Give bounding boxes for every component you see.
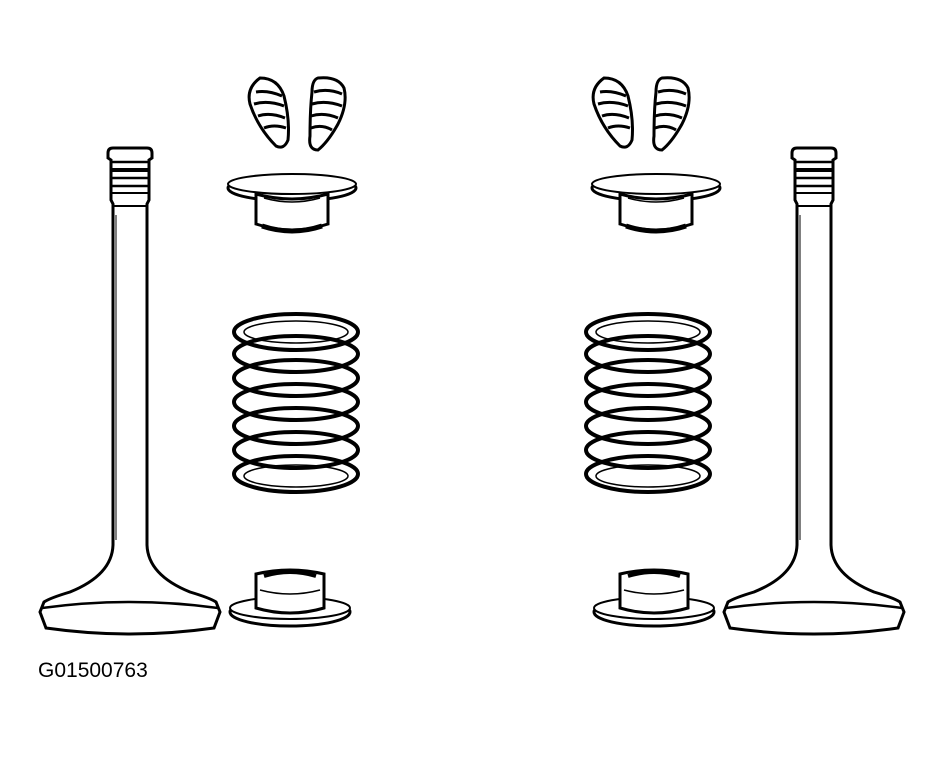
right-valve-stem-seal xyxy=(592,568,716,628)
right-valve-spring-retainer xyxy=(592,174,720,231)
left-valve-spring xyxy=(232,312,360,494)
left-valve-keepers xyxy=(247,76,347,152)
left-valve-assembly xyxy=(38,76,360,636)
right-valve-assembly xyxy=(584,76,906,636)
right-valve-keepers xyxy=(591,76,691,152)
left-valve xyxy=(38,146,222,636)
right-valve xyxy=(722,146,906,636)
figure-id-caption: G01500763 xyxy=(38,659,148,682)
right-valve-spring xyxy=(584,312,712,494)
left-valve-stem-seal xyxy=(228,568,352,628)
left-valve-spring-retainer xyxy=(228,174,356,231)
